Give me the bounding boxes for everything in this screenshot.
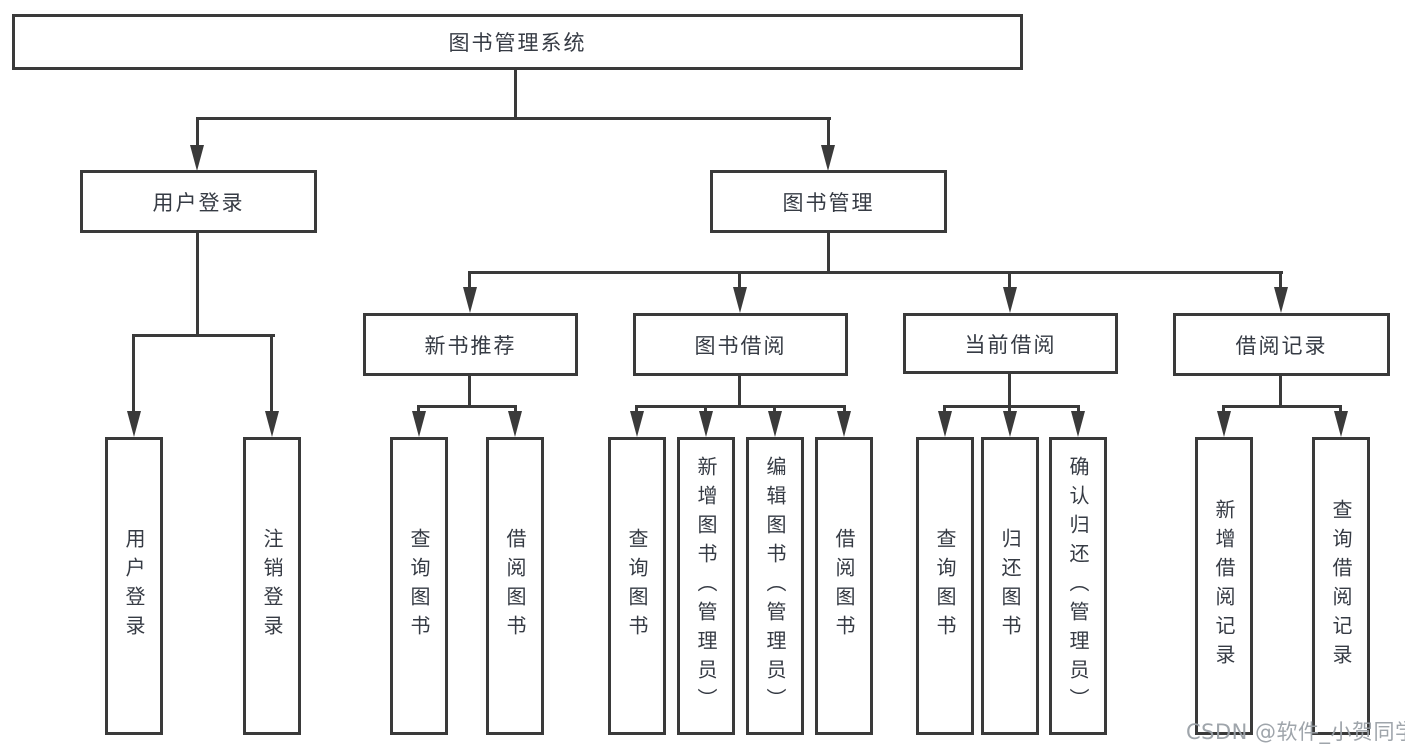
node-label: 借阅记录 (1235, 333, 1328, 358)
connector-stub (1279, 271, 1282, 291)
leaf-user-login: 用户登录 (105, 437, 163, 735)
connector-hline (417, 405, 517, 408)
connector-stub (1008, 405, 1011, 413)
arrow-down-icon (1003, 411, 1017, 437)
leaf-newbook-borrow-book: 借阅图书 (486, 437, 544, 735)
arrow-down-icon (1334, 411, 1348, 437)
connector-bookmgmt-vline (827, 232, 830, 274)
connector-stub (1222, 405, 1225, 413)
arrow-down-icon (821, 145, 835, 171)
arrow-down-icon (190, 145, 204, 171)
connector-hline (943, 405, 1080, 408)
connector-vline (468, 374, 471, 408)
leaf-borrow-edit-book-admin: 编辑图书（管理员） (746, 437, 804, 735)
leaf-current-return-book: 归还图书 (981, 437, 1039, 735)
node-label: 用户登录 (152, 190, 245, 215)
leaf-records-add-borrow-record: 新增借阅记录 (1195, 437, 1253, 735)
connector-vline (738, 374, 741, 408)
arrow-down-icon (938, 411, 952, 437)
arrow-down-icon (768, 411, 782, 437)
arrow-down-icon (1003, 287, 1017, 313)
connector-root-hline (196, 117, 831, 120)
node-book-management-branch: 图书管理 (710, 170, 947, 233)
arrow-down-icon (127, 411, 141, 437)
connector-stub (827, 117, 830, 147)
connector-root-vline (514, 70, 517, 119)
connector-stub (514, 405, 517, 413)
leaf-label: 确认归还（管理员） (1066, 455, 1090, 717)
leaf-label: 借阅图书 (503, 528, 527, 644)
leaf-borrow-borrow-book: 借阅图书 (815, 437, 873, 735)
leaf-borrow-query-book: 查询图书 (608, 437, 666, 735)
connector-stub (196, 117, 199, 147)
connector-stub (468, 271, 471, 291)
leaf-newbook-query-book: 查询图书 (390, 437, 448, 735)
connector-stub (417, 405, 420, 413)
leaf-label: 编辑图书（管理员） (763, 455, 787, 717)
leaf-label: 查询图书 (625, 528, 649, 644)
arrow-down-icon (837, 411, 851, 437)
node-label: 新书推荐 (424, 333, 517, 358)
node-label: 图书管理系统 (448, 31, 587, 55)
node-root-library-management-system: 图书管理系统 (12, 14, 1023, 70)
node-new-book-recommendation: 新书推荐 (363, 313, 578, 376)
connector-stub (704, 405, 707, 413)
connector-stub (1339, 405, 1342, 413)
arrow-down-icon (699, 411, 713, 437)
leaf-label: 用户登录 (122, 528, 146, 644)
leaf-current-confirm-return-admin: 确认归还（管理员） (1049, 437, 1107, 735)
leaf-label: 归还图书 (998, 528, 1022, 644)
connector-stub (1008, 271, 1011, 291)
node-label: 图书借阅 (694, 333, 787, 358)
connector-vline (1008, 372, 1011, 408)
leaf-label: 查询图书 (933, 528, 957, 644)
leaf-label: 查询借阅记录 (1329, 499, 1353, 673)
node-user-login-branch: 用户登录 (80, 170, 317, 233)
connector-stub (943, 405, 946, 413)
leaf-records-query-borrow-record: 查询借阅记录 (1312, 437, 1370, 735)
connector-userlogin-vline (196, 232, 199, 336)
arrow-down-icon (1217, 411, 1231, 437)
connector-vline (1279, 374, 1282, 408)
arrow-down-icon (265, 411, 279, 437)
leaf-current-query-book: 查询图书 (916, 437, 974, 735)
node-label: 图书管理 (782, 190, 875, 215)
arrow-down-icon (630, 411, 644, 437)
connector-hline (635, 405, 846, 408)
connector-hline (1222, 405, 1342, 408)
connector-bookmgmt-hline (468, 271, 1283, 274)
leaf-label: 注销登录 (260, 528, 284, 644)
leaf-label: 新增图书（管理员） (694, 455, 718, 717)
connector-stub (1077, 405, 1080, 413)
connector-stub (773, 405, 776, 413)
connector-stub (635, 405, 638, 413)
node-borrowing-records: 借阅记录 (1173, 313, 1390, 376)
arrow-down-icon (412, 411, 426, 437)
leaf-label: 查询图书 (407, 528, 431, 644)
arrow-down-icon (508, 411, 522, 437)
leaf-label: 新增借阅记录 (1212, 499, 1236, 673)
node-current-borrowing: 当前借阅 (903, 313, 1118, 374)
arrow-down-icon (733, 287, 747, 313)
connector-stub (843, 405, 846, 413)
arrow-down-icon (1071, 411, 1085, 437)
leaf-borrow-add-book-admin: 新增图书（管理员） (677, 437, 735, 735)
leaf-logout: 注销登录 (243, 437, 301, 735)
node-book-borrowing: 图书借阅 (633, 313, 848, 376)
connector-userlogin-hline (132, 334, 275, 337)
connector-stub (738, 271, 741, 291)
node-label: 当前借阅 (964, 332, 1057, 357)
connector-stub (270, 334, 273, 414)
arrow-down-icon (1274, 287, 1288, 313)
arrow-down-icon (463, 287, 477, 313)
connector-stub (132, 334, 135, 414)
leaf-label: 借阅图书 (832, 528, 856, 644)
csdn-watermark: CSDN @软件_小贺同学 (1186, 720, 1405, 744)
